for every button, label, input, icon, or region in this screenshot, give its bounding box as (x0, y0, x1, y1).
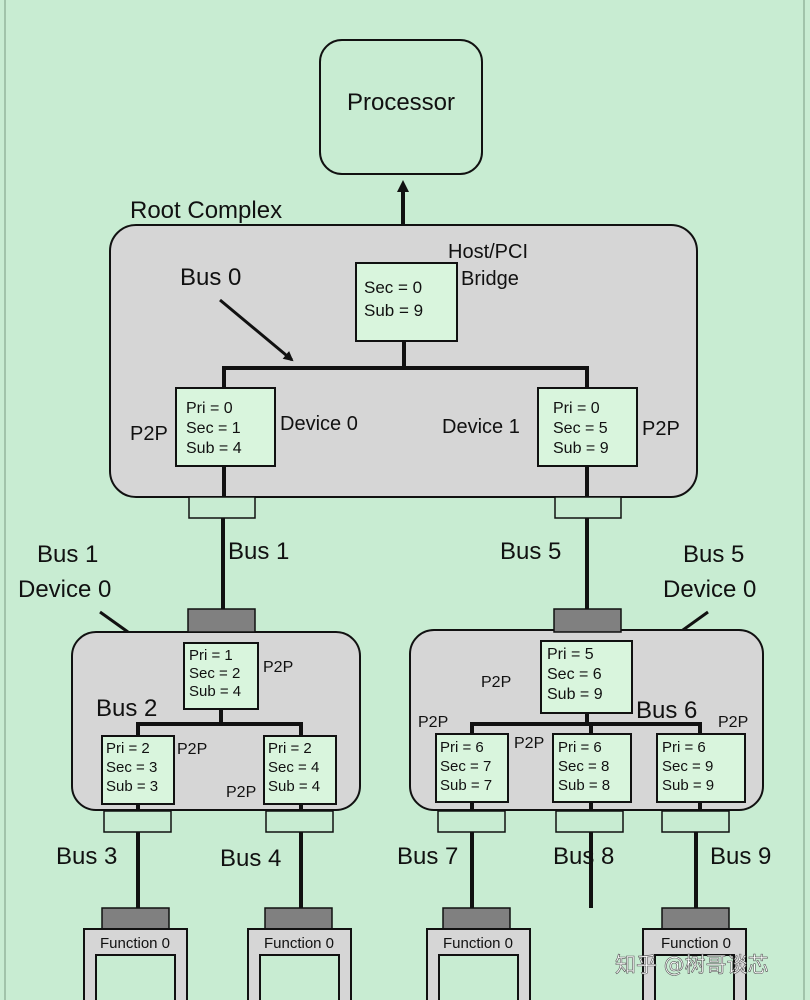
left-switch-down1-register: Pri = 2 Sec = 3 Sub = 3 (101, 735, 175, 805)
rs-d1-pri: Pri = 6 (440, 739, 484, 756)
root-dev1-device: Device 1 (442, 416, 520, 438)
right-switch-down1-register: Pri = 6 Sec = 7 Sub = 7 (435, 733, 509, 803)
bus1-callout-2: Device 0 (18, 576, 111, 603)
ls-d2-sec: Sec = 4 (268, 759, 319, 776)
rs-d1-p2p: P2P (418, 714, 448, 731)
root-port1-connector (554, 496, 622, 519)
bus8-label: Bus 8 (553, 843, 614, 870)
ls-d1-connector (103, 810, 172, 833)
ls-d1-p2p: P2P (177, 741, 207, 758)
ls-d2-sub: Sub = 4 (268, 778, 320, 795)
processor-label: Processor (347, 89, 455, 116)
root-dev1-p2p: P2P (642, 418, 680, 440)
root-dev0-pri: Pri = 0 (186, 400, 233, 417)
right-switch-upstream-register: Pri = 5 Sec = 6 Sub = 9 (540, 640, 633, 714)
rs-d2-connector (555, 810, 624, 833)
bus9-label: Bus 9 (710, 843, 771, 870)
left-switch-down2-register: Pri = 2 Sec = 4 Sub = 4 (263, 735, 337, 805)
rs-d1-sec: Sec = 7 (440, 758, 491, 775)
rs-d2-p2p: P2P (514, 735, 544, 752)
bus3-label: Bus 3 (56, 843, 117, 870)
left-switch-upstream-port (187, 608, 256, 633)
ls-d2-p2p: P2P (226, 784, 256, 801)
root-complex-label: Root Complex (130, 197, 282, 224)
function-box-1: Function 0 (83, 907, 188, 1000)
right-switch-down3-register: Pri = 6 Sec = 9 Sub = 9 (656, 733, 746, 803)
function-label-2: Function 0 (264, 935, 334, 952)
processor-node: Processor (319, 39, 483, 175)
root-dev0-p2p: P2P (130, 423, 168, 445)
ls-d1-pri: Pri = 2 (106, 740, 150, 757)
host-bridge-register: Sec = 0 Sub = 9 (355, 262, 458, 342)
host-bridge-label-2: Bridge (461, 268, 519, 290)
root-dev0-sub: Sub = 4 (186, 440, 242, 457)
root-dev1-pri: Pri = 0 (553, 400, 600, 417)
bus1-label: Bus 1 (228, 538, 289, 565)
rs-d3-sec: Sec = 9 (662, 758, 713, 775)
rs-up-sub: Sub = 9 (547, 686, 603, 703)
rs-d1-connector (437, 810, 506, 833)
host-bridge-sub: Sub = 9 (364, 301, 423, 320)
bus0-arrow (219, 298, 294, 362)
bus2-label: Bus 2 (96, 695, 157, 722)
root-dev1-sec: Sec = 5 (553, 420, 608, 437)
rs-d1-sub: Sub = 7 (440, 777, 492, 794)
ls-d2-pri: Pri = 2 (268, 740, 312, 757)
left-switch-upstream-register: Pri = 1 Sec = 2 Sub = 4 (183, 642, 259, 710)
rs-d3-connector (661, 810, 730, 833)
function-box-2: Function 0 (247, 907, 352, 1000)
bus5-callout-1: Bus 5 (683, 541, 744, 568)
bus5-callout-2: Device 0 (663, 576, 756, 603)
watermark: 知乎 @树哥谈芯 (615, 953, 769, 977)
ls-up-pri: Pri = 1 (189, 647, 233, 664)
function-label-1: Function 0 (100, 935, 170, 952)
rs-d2-sub: Sub = 8 (558, 777, 610, 794)
bus6-label: Bus 6 (636, 697, 697, 724)
ls-d1-sub: Sub = 3 (106, 778, 158, 795)
root-port0-connector (188, 496, 256, 519)
ls-d2-connector (265, 810, 334, 833)
bus1-callout-1: Bus 1 (37, 541, 98, 568)
root-dev1-sub: Sub = 9 (553, 440, 609, 457)
rs-d3-sub: Sub = 9 (662, 777, 714, 794)
ls-up-sec: Sec = 2 (189, 665, 240, 682)
function-box-3: Function 0 (426, 907, 531, 1000)
rs-up-sec: Sec = 6 (547, 666, 602, 683)
ls-up-p2p: P2P (263, 659, 293, 676)
rs-up-p2p: P2P (481, 674, 511, 691)
host-bridge-label-1: Host/PCI (448, 241, 528, 263)
right-switch-down2-register: Pri = 6 Sec = 8 Sub = 8 (552, 733, 632, 803)
function-box-4: Function 0 (642, 907, 747, 1000)
rs-d3-pri: Pri = 6 (662, 739, 706, 756)
host-bridge-sec: Sec = 0 (364, 278, 422, 297)
function-label-4: Function 0 (661, 935, 731, 952)
root-dev0-sec: Sec = 1 (186, 420, 241, 437)
bus7-label: Bus 7 (397, 843, 458, 870)
rs-up-pri: Pri = 5 (547, 646, 594, 663)
bus0-label: Bus 0 (180, 264, 241, 291)
bus5-label: Bus 5 (500, 538, 561, 565)
right-switch-upstream-port (553, 608, 622, 633)
root-device1-register: Pri = 0 Sec = 5 Sub = 9 (537, 387, 638, 467)
rs-d3-p2p: P2P (718, 714, 748, 731)
rs-d2-pri: Pri = 6 (558, 739, 602, 756)
root-dev0-device: Device 0 (280, 413, 358, 435)
function-label-3: Function 0 (443, 935, 513, 952)
bus4-label: Bus 4 (220, 845, 281, 872)
rs-d2-sec: Sec = 8 (558, 758, 609, 775)
ls-up-sub: Sub = 4 (189, 683, 241, 700)
root-device0-register: Pri = 0 Sec = 1 Sub = 4 (175, 387, 276, 467)
ls-d1-sec: Sec = 3 (106, 759, 157, 776)
